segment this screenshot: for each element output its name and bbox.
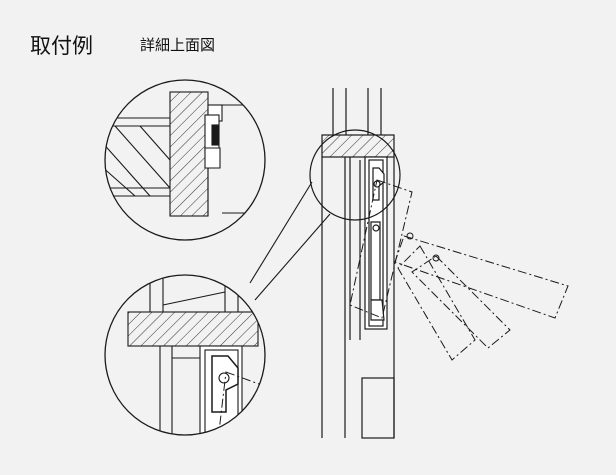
lower-opening xyxy=(361,377,395,439)
leader-lines xyxy=(249,181,331,301)
page-title: 取付例 xyxy=(30,34,93,58)
detail-circle-top xyxy=(105,80,265,240)
detail-circle-bottom xyxy=(105,275,265,435)
vertical-frame xyxy=(321,157,395,438)
upper-post xyxy=(332,88,382,135)
swing-positions xyxy=(349,179,569,361)
detail-circle-top-ring xyxy=(104,79,266,241)
magnifier-ring xyxy=(309,129,401,221)
detail-circle-bottom-ring xyxy=(104,274,266,436)
header-block xyxy=(321,134,395,158)
main-frame-view xyxy=(321,88,569,439)
page-subtitle: 詳細上面図 xyxy=(140,36,216,54)
